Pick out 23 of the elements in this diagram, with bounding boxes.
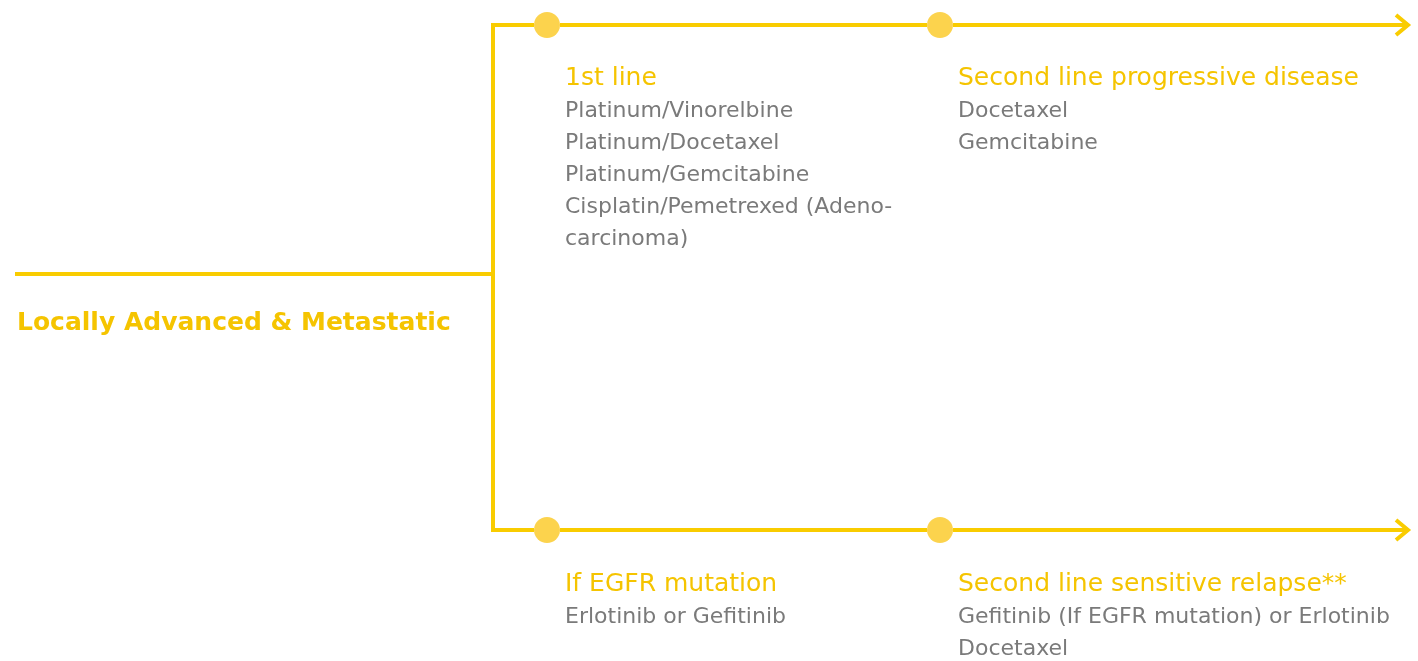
connector-line [560, 23, 927, 27]
treatment-heading: 1st line [565, 61, 658, 93]
drug-name: Gefitinib (If EGFR mutation) or Erlotinib [958, 602, 1390, 630]
drug-name: Platinum/Docetaxel [565, 128, 781, 156]
treatment-heading: Second line progressive disease [958, 61, 1359, 93]
drug-name: Cisplatin/Pemetrexed (Adeno-carcinoma) [565, 192, 894, 252]
drug-name: Gemcitabine [958, 128, 1099, 156]
drug-name: Docetaxel [958, 96, 1070, 124]
dot-marker [534, 517, 560, 543]
treatment-heading: If EGFR mutation [565, 567, 779, 599]
connector-line [560, 528, 927, 532]
arrow [953, 518, 1410, 542]
connector-line [15, 272, 534, 532]
drug-name: Erlotinib or Gefitinib [565, 602, 786, 630]
dot-marker [534, 12, 560, 38]
drug-name: Docetaxel [958, 634, 1070, 661]
dot-marker [927, 12, 953, 38]
treatment-heading: Second line sensitive relapse** [958, 567, 1348, 599]
drug-name: Platinum/Gemcitabine [565, 160, 811, 188]
stage-heading: Locally Advanced & Metastatic [17, 307, 451, 336]
dot-marker [927, 517, 953, 543]
arrow [953, 13, 1410, 37]
drug-name: Platinum/Vinorelbine [565, 96, 795, 124]
